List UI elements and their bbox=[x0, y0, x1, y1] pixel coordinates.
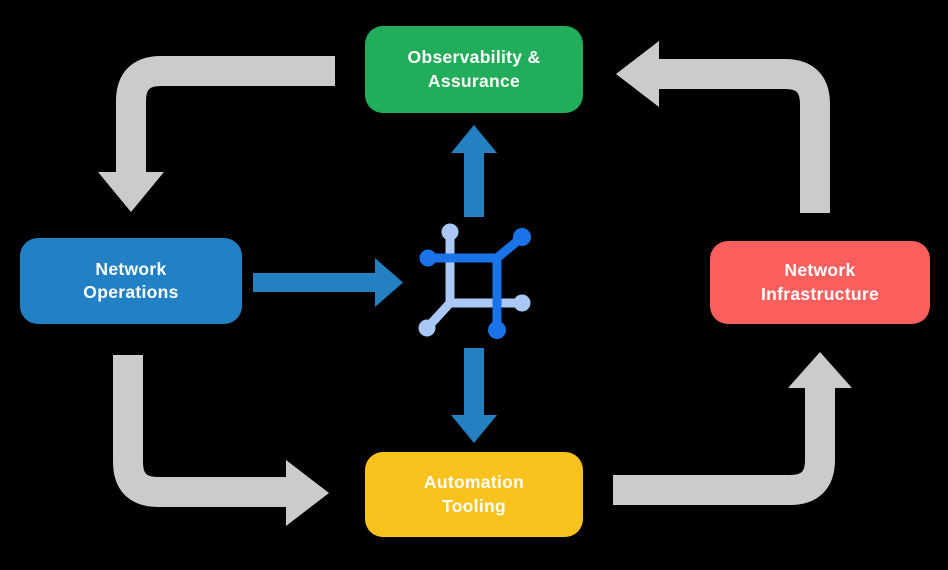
arrow-infrastructure-to-observability bbox=[616, 41, 830, 213]
arrow-center-to-observability bbox=[451, 125, 497, 217]
node-network-infrastructure: Network Infrastructure bbox=[710, 241, 930, 324]
arrow-center-to-automation bbox=[451, 348, 497, 443]
node-automation-tooling: Automation Tooling bbox=[365, 452, 583, 537]
arrow-operations-to-center bbox=[253, 258, 403, 307]
node-label-line: Automation bbox=[423, 472, 525, 493]
node-network-operations: Network Operations bbox=[20, 238, 242, 324]
network-mesh-icon bbox=[418, 223, 531, 339]
arrow-operations-to-automation bbox=[113, 355, 329, 526]
node-observability-assurance: Observability & Assurance bbox=[365, 26, 583, 113]
node-label-line: Infrastructure bbox=[761, 283, 879, 304]
arrow-automation-to-infrastructure bbox=[613, 352, 852, 505]
node-label-line: Observability & bbox=[407, 47, 541, 68]
node-label-line: Network bbox=[784, 260, 856, 281]
arrow-observability-to-operations bbox=[98, 56, 335, 212]
node-label-line: Network bbox=[95, 258, 167, 279]
node-label-line: Operations bbox=[83, 282, 179, 302]
node-label-line: Assurance bbox=[427, 70, 521, 91]
node-label-line: Tooling bbox=[442, 495, 506, 516]
